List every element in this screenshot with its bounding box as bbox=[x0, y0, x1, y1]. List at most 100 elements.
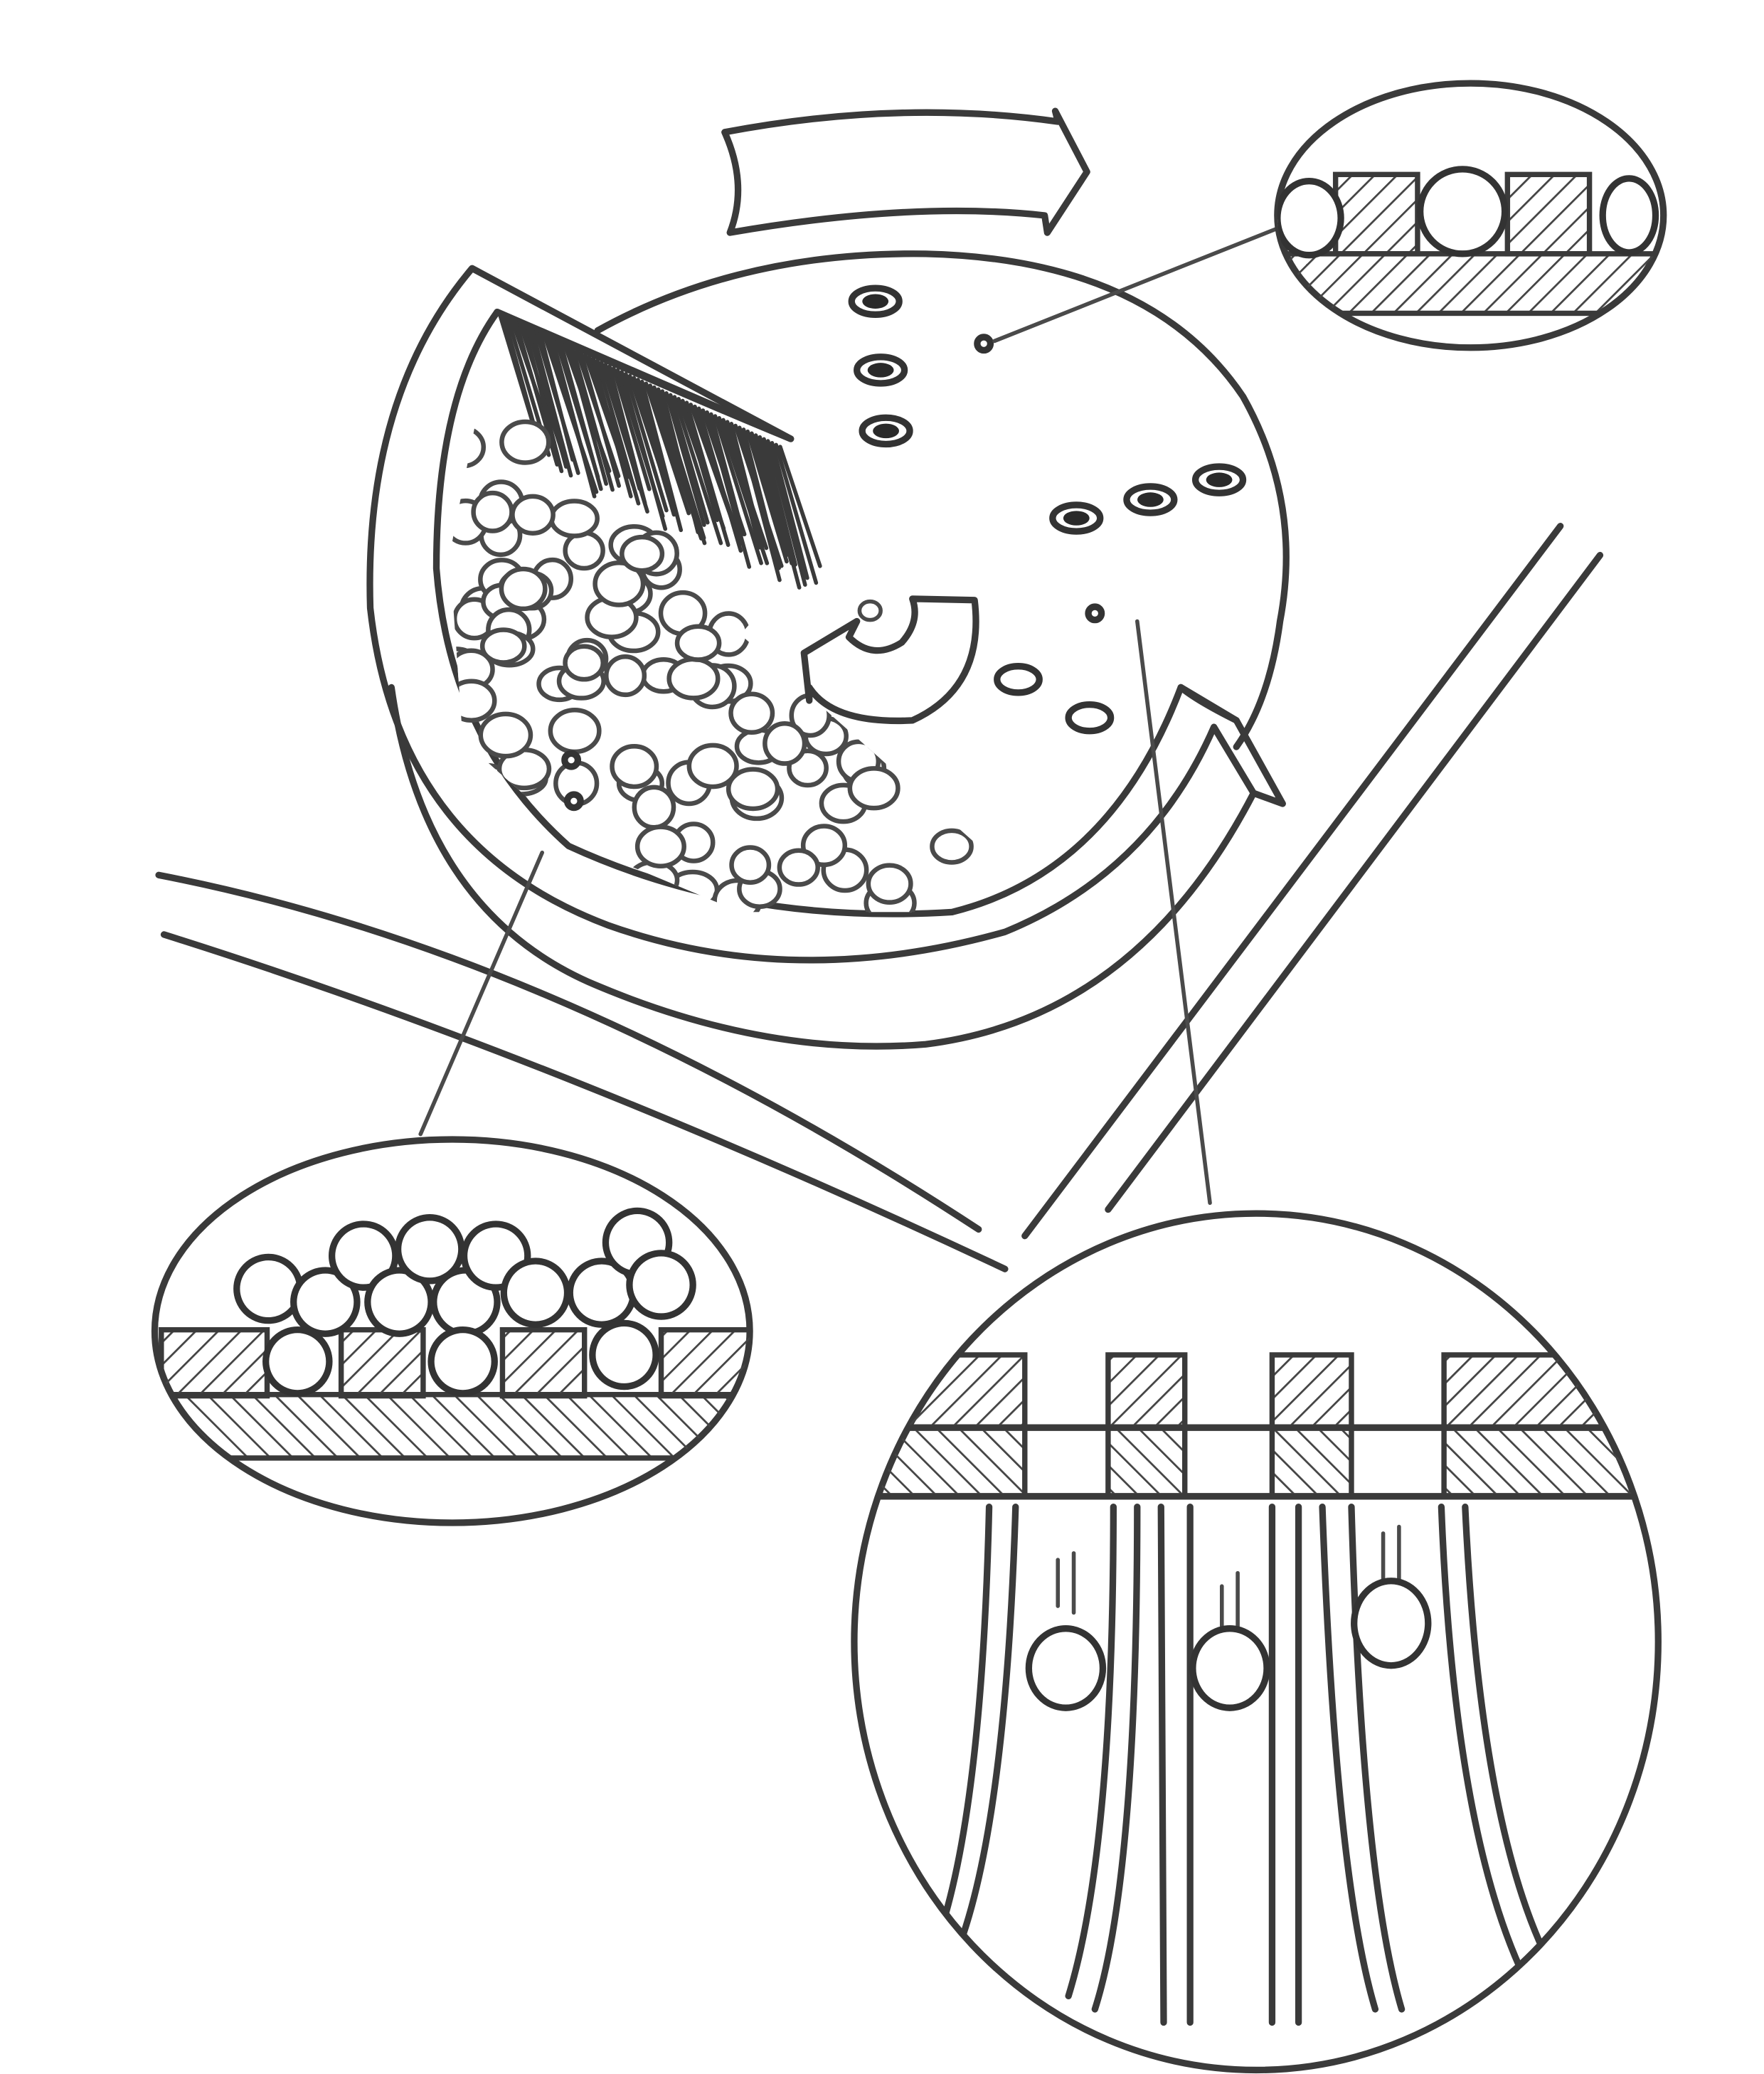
brush-bristle bbox=[530, 328, 573, 478]
hopper-bead bbox=[729, 845, 772, 885]
hopper-bead bbox=[499, 419, 551, 465]
brush-bristle bbox=[501, 314, 541, 442]
hopper-bead bbox=[866, 863, 913, 905]
hopper-bead bbox=[558, 859, 603, 904]
disc-hole bbox=[563, 791, 584, 812]
brush-bristle bbox=[774, 442, 819, 585]
brush-bristle bbox=[765, 439, 807, 587]
brush-bristle bbox=[558, 341, 603, 491]
brush-bristle bbox=[664, 390, 706, 527]
brush-bristle bbox=[778, 445, 822, 568]
disc-hole-core bbox=[1137, 492, 1164, 507]
hopper-bead bbox=[728, 691, 775, 735]
hopper-bead bbox=[471, 490, 514, 533]
detail-bottom-left bbox=[151, 1136, 753, 1526]
disc-hole bbox=[1065, 701, 1115, 735]
falling-bead bbox=[1351, 1578, 1432, 1669]
brush-bristle bbox=[611, 366, 652, 491]
brush-bristle bbox=[538, 331, 575, 462]
hopper-bead bbox=[604, 654, 647, 698]
brush-bristle bbox=[579, 351, 621, 488]
rotating-disc bbox=[594, 250, 1290, 750]
brush-bristle bbox=[729, 422, 765, 548]
disc-holes bbox=[561, 284, 1247, 812]
disc-hole-core bbox=[867, 363, 894, 378]
brush-bristle bbox=[595, 358, 641, 506]
bead-pile bbox=[450, 419, 974, 913]
hopper-bead bbox=[666, 656, 721, 701]
hopper-bead bbox=[686, 743, 739, 789]
brush-bristle bbox=[696, 406, 743, 553]
brush-bristle bbox=[551, 337, 597, 499]
inset-bead bbox=[500, 1257, 571, 1328]
brush-bristle bbox=[624, 372, 669, 513]
inset-bead bbox=[626, 1250, 696, 1320]
disc-hole-core bbox=[873, 423, 899, 439]
guide-rails bbox=[155, 523, 1604, 1272]
hopper-bead bbox=[499, 566, 548, 612]
connector-bottom-right bbox=[1135, 619, 1212, 1206]
brush-bristle bbox=[660, 389, 701, 535]
hopper-bead bbox=[777, 848, 820, 887]
brush-bristle bbox=[750, 431, 789, 557]
hopper-wall bbox=[366, 265, 1286, 964]
rotation-arrow bbox=[721, 107, 1090, 236]
disc-hole bbox=[994, 663, 1043, 696]
hopper-bead bbox=[478, 711, 533, 759]
hopper-bead bbox=[563, 644, 606, 682]
brush-bristle bbox=[639, 379, 684, 533]
brush-bristle bbox=[770, 441, 809, 580]
brush-bristle bbox=[680, 398, 720, 522]
hopper-bead bbox=[634, 824, 686, 868]
hopper-bead bbox=[510, 494, 556, 536]
brush-bristle bbox=[708, 412, 745, 536]
disc-hole-core bbox=[1063, 511, 1090, 526]
brush-bristle bbox=[745, 429, 789, 564]
brush-bristle bbox=[607, 364, 647, 506]
hopper-bead bbox=[563, 530, 605, 571]
hopper-bead bbox=[450, 679, 497, 723]
hopper-bead bbox=[674, 624, 722, 662]
hopper-bead bbox=[726, 767, 780, 812]
inset-bead bbox=[262, 1326, 333, 1397]
brush-bristle bbox=[636, 378, 676, 511]
falling-bead bbox=[1025, 1625, 1107, 1711]
brush-bristle bbox=[758, 435, 802, 590]
brush-bristle bbox=[684, 400, 730, 547]
brush-bristle bbox=[713, 414, 763, 565]
disc-hole bbox=[561, 750, 582, 770]
brush-bristle bbox=[620, 370, 668, 531]
brush-bristle bbox=[762, 437, 797, 567]
disc-hole-core bbox=[1206, 472, 1233, 487]
brush-bristle bbox=[705, 410, 752, 569]
brush-bristle bbox=[570, 347, 615, 492]
brush-bristle bbox=[725, 420, 762, 550]
brush-bristle bbox=[741, 427, 781, 570]
detail-bottom-right bbox=[851, 1210, 1662, 2074]
inset-bead bbox=[427, 1326, 498, 1397]
inset-bead bbox=[233, 1253, 304, 1324]
brush-bristle bbox=[672, 395, 723, 546]
detail-top-right bbox=[1274, 80, 1667, 351]
connector-bottom-left bbox=[418, 850, 545, 1137]
hopper-bead bbox=[632, 785, 676, 830]
inset-bead bbox=[589, 1319, 659, 1390]
connector-top-right bbox=[992, 225, 1282, 344]
center-rotation-arrow bbox=[800, 595, 979, 725]
disc-hole bbox=[974, 334, 994, 354]
hopper-bead bbox=[593, 560, 646, 607]
brush-bristle bbox=[668, 393, 710, 525]
hopper-bead bbox=[479, 627, 527, 665]
brush-bristle bbox=[567, 345, 608, 486]
brush-bristle bbox=[591, 356, 633, 499]
brush-bristle bbox=[522, 324, 564, 474]
hopper-bead bbox=[548, 708, 602, 755]
hopper-bead bbox=[620, 534, 665, 573]
brush-bristle bbox=[644, 381, 691, 516]
falling-bead bbox=[1189, 1625, 1270, 1711]
brush-bristle bbox=[737, 425, 782, 583]
brush-bristle bbox=[526, 326, 568, 469]
hopper-bead bbox=[610, 743, 659, 789]
hopper-bead bbox=[847, 766, 900, 811]
